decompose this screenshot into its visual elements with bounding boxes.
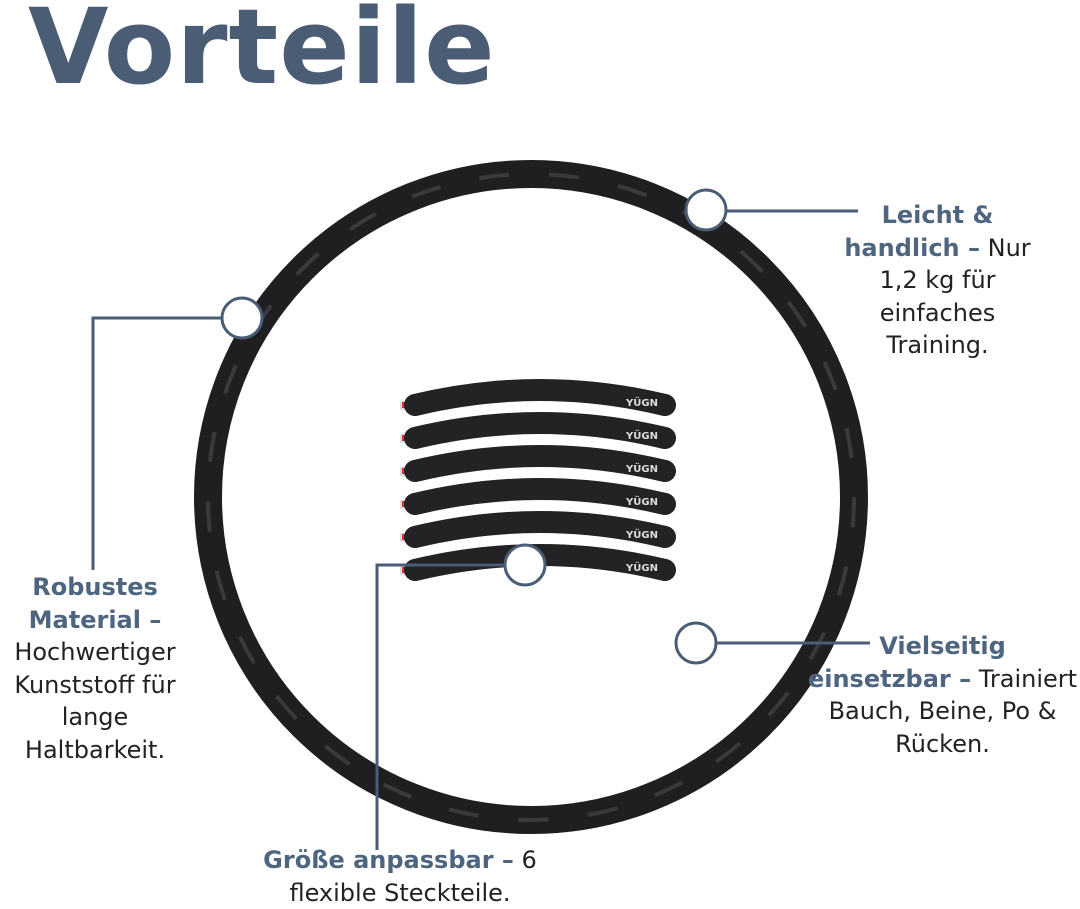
- callout-markers: [220, 188, 728, 665]
- callout-heading: Leicht & handlich –: [844, 201, 994, 262]
- hoop-segment: YÜGN: [400, 412, 676, 449]
- callout-lines: [91, 209, 870, 850]
- hoop-segment: YÜGN: [400, 445, 676, 482]
- svg-text:YÜGN: YÜGN: [625, 461, 658, 475]
- hoop-segment: YÜGN: [400, 379, 676, 416]
- callout-leicht: Leicht & handlich – Nur 1,2 kg für einfa…: [830, 199, 1045, 362]
- page-title: Vorteile: [28, 0, 496, 108]
- callout-groesse: Größe anpassbar – 6 flexible Steckteile.: [250, 844, 550, 909]
- callout-robust: Robustes Material – Hochwertiger Kunstst…: [0, 571, 190, 766]
- svg-text:YÜGN: YÜGN: [625, 560, 658, 574]
- callout-heading: Robustes Material –: [28, 573, 162, 634]
- callout-text: 6 flexible Steckteile.: [289, 846, 537, 907]
- callout-heading: Größe anpassbar –: [263, 846, 514, 874]
- svg-text:YÜGN: YÜGN: [625, 527, 658, 541]
- callout-text: Hochwertiger Kunststoff für lange Haltba…: [14, 638, 176, 764]
- hoop-ring: [194, 160, 868, 834]
- callout-text: Nur 1,2 kg für einfaches Training.: [879, 233, 1031, 360]
- hoop-segment: YÜGN: [400, 511, 676, 548]
- svg-text:YÜGN: YÜGN: [625, 494, 658, 508]
- hoop-segment: YÜGN: [400, 478, 676, 515]
- callout-heading: Vielseitig einsetzbar –: [807, 632, 1006, 693]
- svg-text:YÜGN: YÜGN: [625, 428, 658, 442]
- svg-text:YÜGN: YÜGN: [625, 395, 658, 409]
- callout-text: Trainiert Bauch, Beine, Po & Rücken.: [828, 664, 1078, 758]
- callout-vielseitig: Vielseitig einsetzbar – Trainiert Bauch,…: [805, 630, 1080, 760]
